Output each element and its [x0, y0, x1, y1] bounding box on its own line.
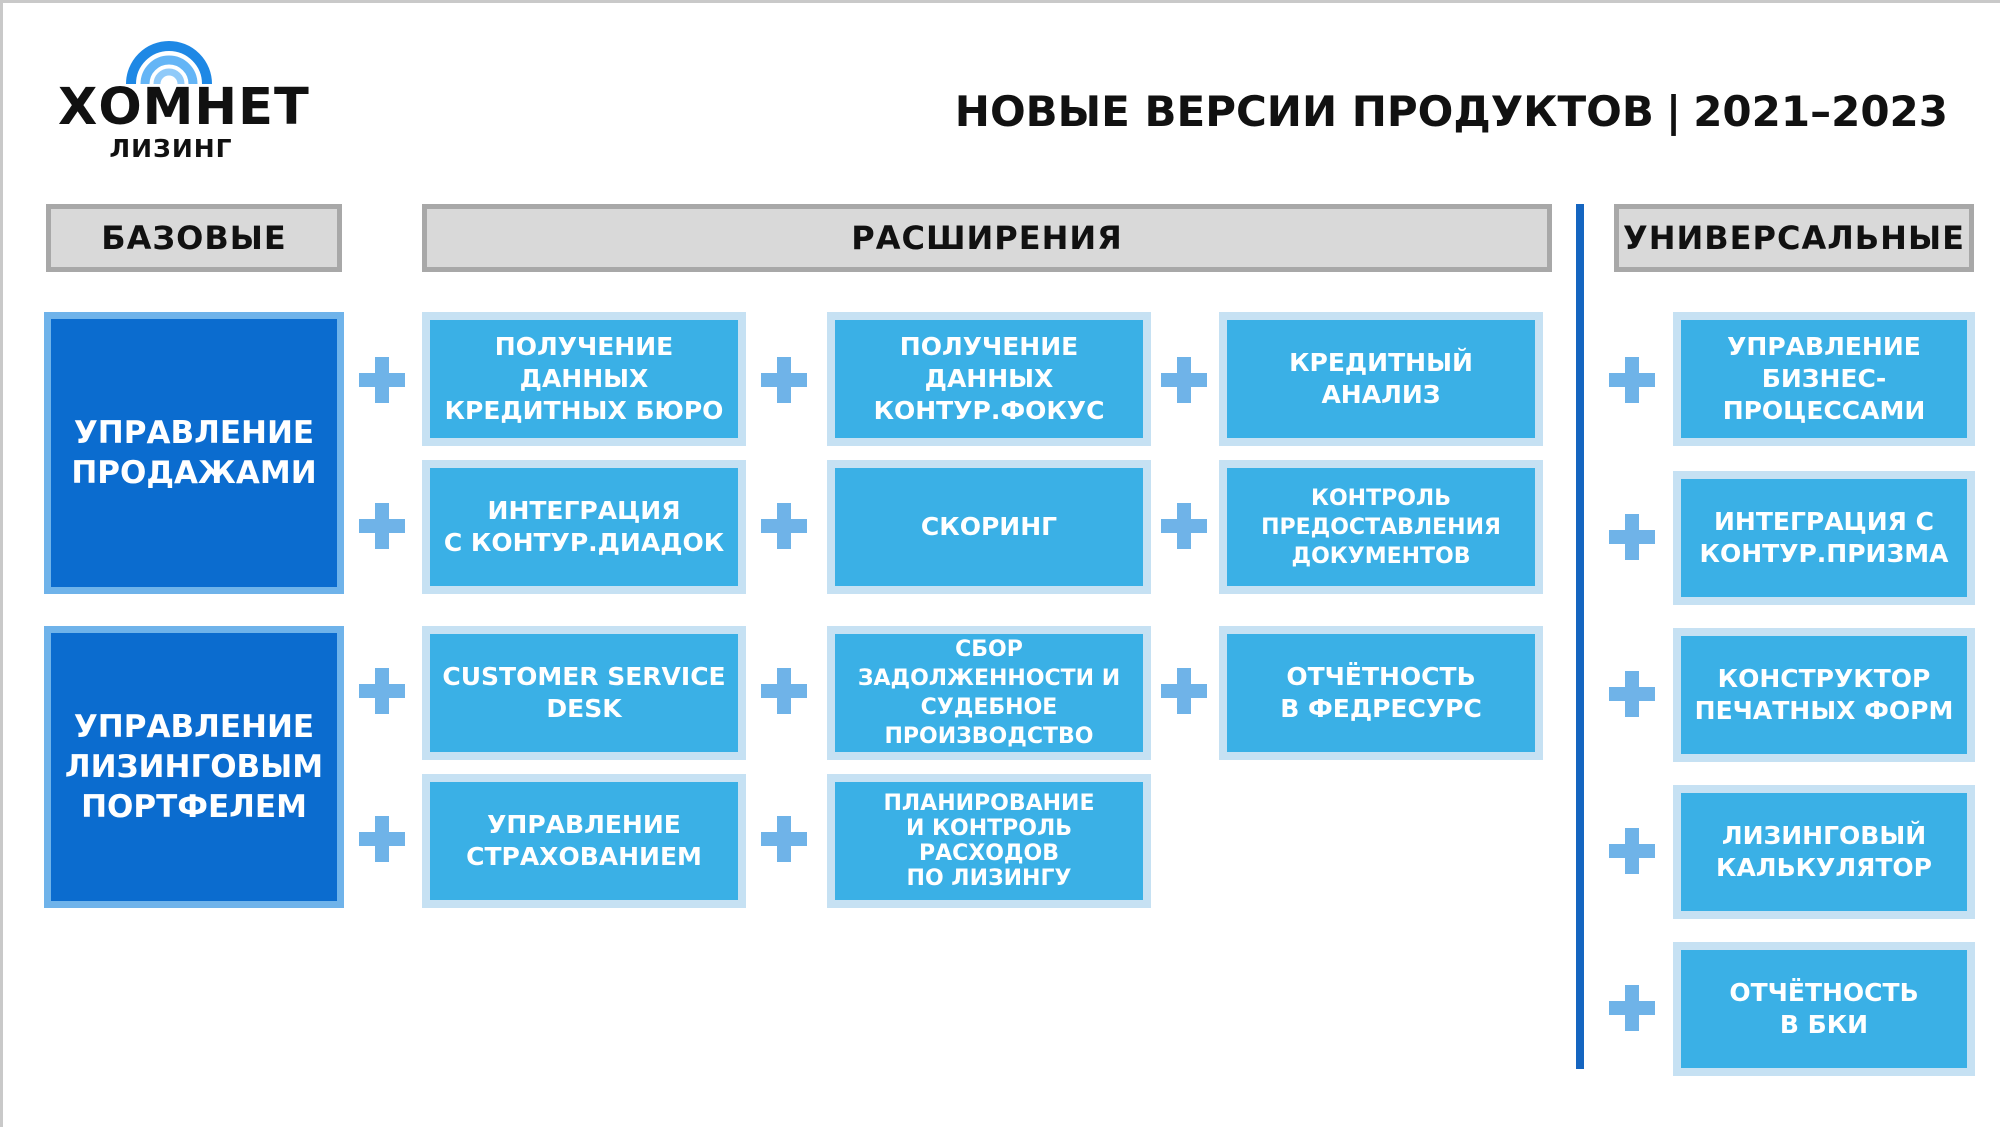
plus-icon — [761, 668, 807, 714]
base-sales-management: УПРАВЛЕНИЕ ПРОДАЖАМИ — [44, 312, 344, 594]
plus-icon — [1161, 503, 1207, 549]
plus-icon — [761, 503, 807, 549]
plus-icon — [1609, 828, 1655, 874]
univ-leasing-calculator: ЛИЗИНГОВЫЙ КАЛЬКУЛЯТОР — [1673, 785, 1975, 919]
plus-icon — [761, 357, 807, 403]
univ-kontur-prizma-integration: ИНТЕГРАЦИЯ С КОНТУР.ПРИЗМА — [1673, 471, 1975, 605]
section-divider — [1576, 204, 1584, 1069]
plus-icon — [761, 816, 807, 862]
plus-icon — [1609, 357, 1655, 403]
univ-bki-reporting: ОТЧЁТНОСТЬ В БКИ — [1673, 942, 1975, 1076]
ext-customer-service-desk: CUSTOMER SERVICE DESK — [422, 626, 746, 760]
header-base: БАЗОВЫЕ — [46, 204, 342, 272]
ext-kontur-diadok-integration: ИНТЕГРАЦИЯ С КОНТУР.ДИАДОК — [422, 460, 746, 594]
univ-print-form-builder: КОНСТРУКТОР ПЕЧАТНЫХ ФОРМ — [1673, 628, 1975, 762]
plus-icon — [359, 503, 405, 549]
plus-icon — [359, 357, 405, 403]
frame-left-border — [0, 0, 3, 1127]
logo-arcs-icon — [126, 41, 212, 85]
plus-icon — [1609, 514, 1655, 560]
logo-name: ХОМНЕТ — [58, 78, 310, 137]
ext-leasing-expense-planning: ПЛАНИРОВАНИЕ И КОНТРОЛЬ РАСХОДОВ ПО ЛИЗИ… — [827, 774, 1151, 908]
ext-document-control: КОНТРОЛЬ ПРЕДОСТАВЛЕНИЯ ДОКУМЕНТОВ — [1219, 460, 1543, 594]
company-logo: ХОМНЕТ ЛИЗИНГ — [58, 36, 310, 166]
frame-top-border — [0, 0, 2000, 3]
base-portfolio-management: УПРАВЛЕНИЕ ЛИЗИНГОВЫМ ПОРТФЕЛЕМ — [44, 626, 344, 908]
ext-scoring: СКОРИНГ — [827, 460, 1151, 594]
plus-icon — [359, 816, 405, 862]
plus-icon — [1161, 668, 1207, 714]
ext-credit-bureau-data: ПОЛУЧЕНИЕ ДАННЫХ КРЕДИТНЫХ БЮРО — [422, 312, 746, 446]
header-universal: УНИВЕРСАЛЬНЫЕ — [1614, 204, 1974, 272]
univ-business-process-management: УПРАВЛЕНИЕ БИЗНЕС- ПРОЦЕССАМИ — [1673, 312, 1975, 446]
plus-icon — [1609, 985, 1655, 1031]
ext-insurance-management: УПРАВЛЕНИЕ СТРАХОВАНИЕМ — [422, 774, 746, 908]
logo-subtitle: ЛИЗИНГ — [109, 134, 233, 163]
header-extensions: РАСШИРЕНИЯ — [422, 204, 1552, 272]
ext-credit-analysis: КРЕДИТНЫЙ АНАЛИЗ — [1219, 312, 1543, 446]
title-text: НОВЫЕ ВЕРСИИ ПРОДУКТОВ — [954, 87, 1654, 136]
title-years: 2021–2023 — [1693, 87, 1948, 136]
ext-fedresurs-reporting: ОТЧЁТНОСТЬ В ФЕДРЕСУРС — [1219, 626, 1543, 760]
ext-debt-collection: СБОР ЗАДОЛЖЕННОСТИ И СУДЕБНОЕ ПРОИЗВОДСТ… — [827, 626, 1151, 760]
title-separator: | — [1665, 87, 1682, 136]
ext-kontur-fokus-data: ПОЛУЧЕНИЕ ДАННЫХ КОНТУР.ФОКУС — [827, 312, 1151, 446]
plus-icon — [1609, 671, 1655, 717]
plus-icon — [1161, 357, 1207, 403]
page-title: НОВЫЕ ВЕРСИИ ПРОДУКТОВ|2021–2023 — [955, 84, 1948, 140]
plus-icon — [359, 668, 405, 714]
